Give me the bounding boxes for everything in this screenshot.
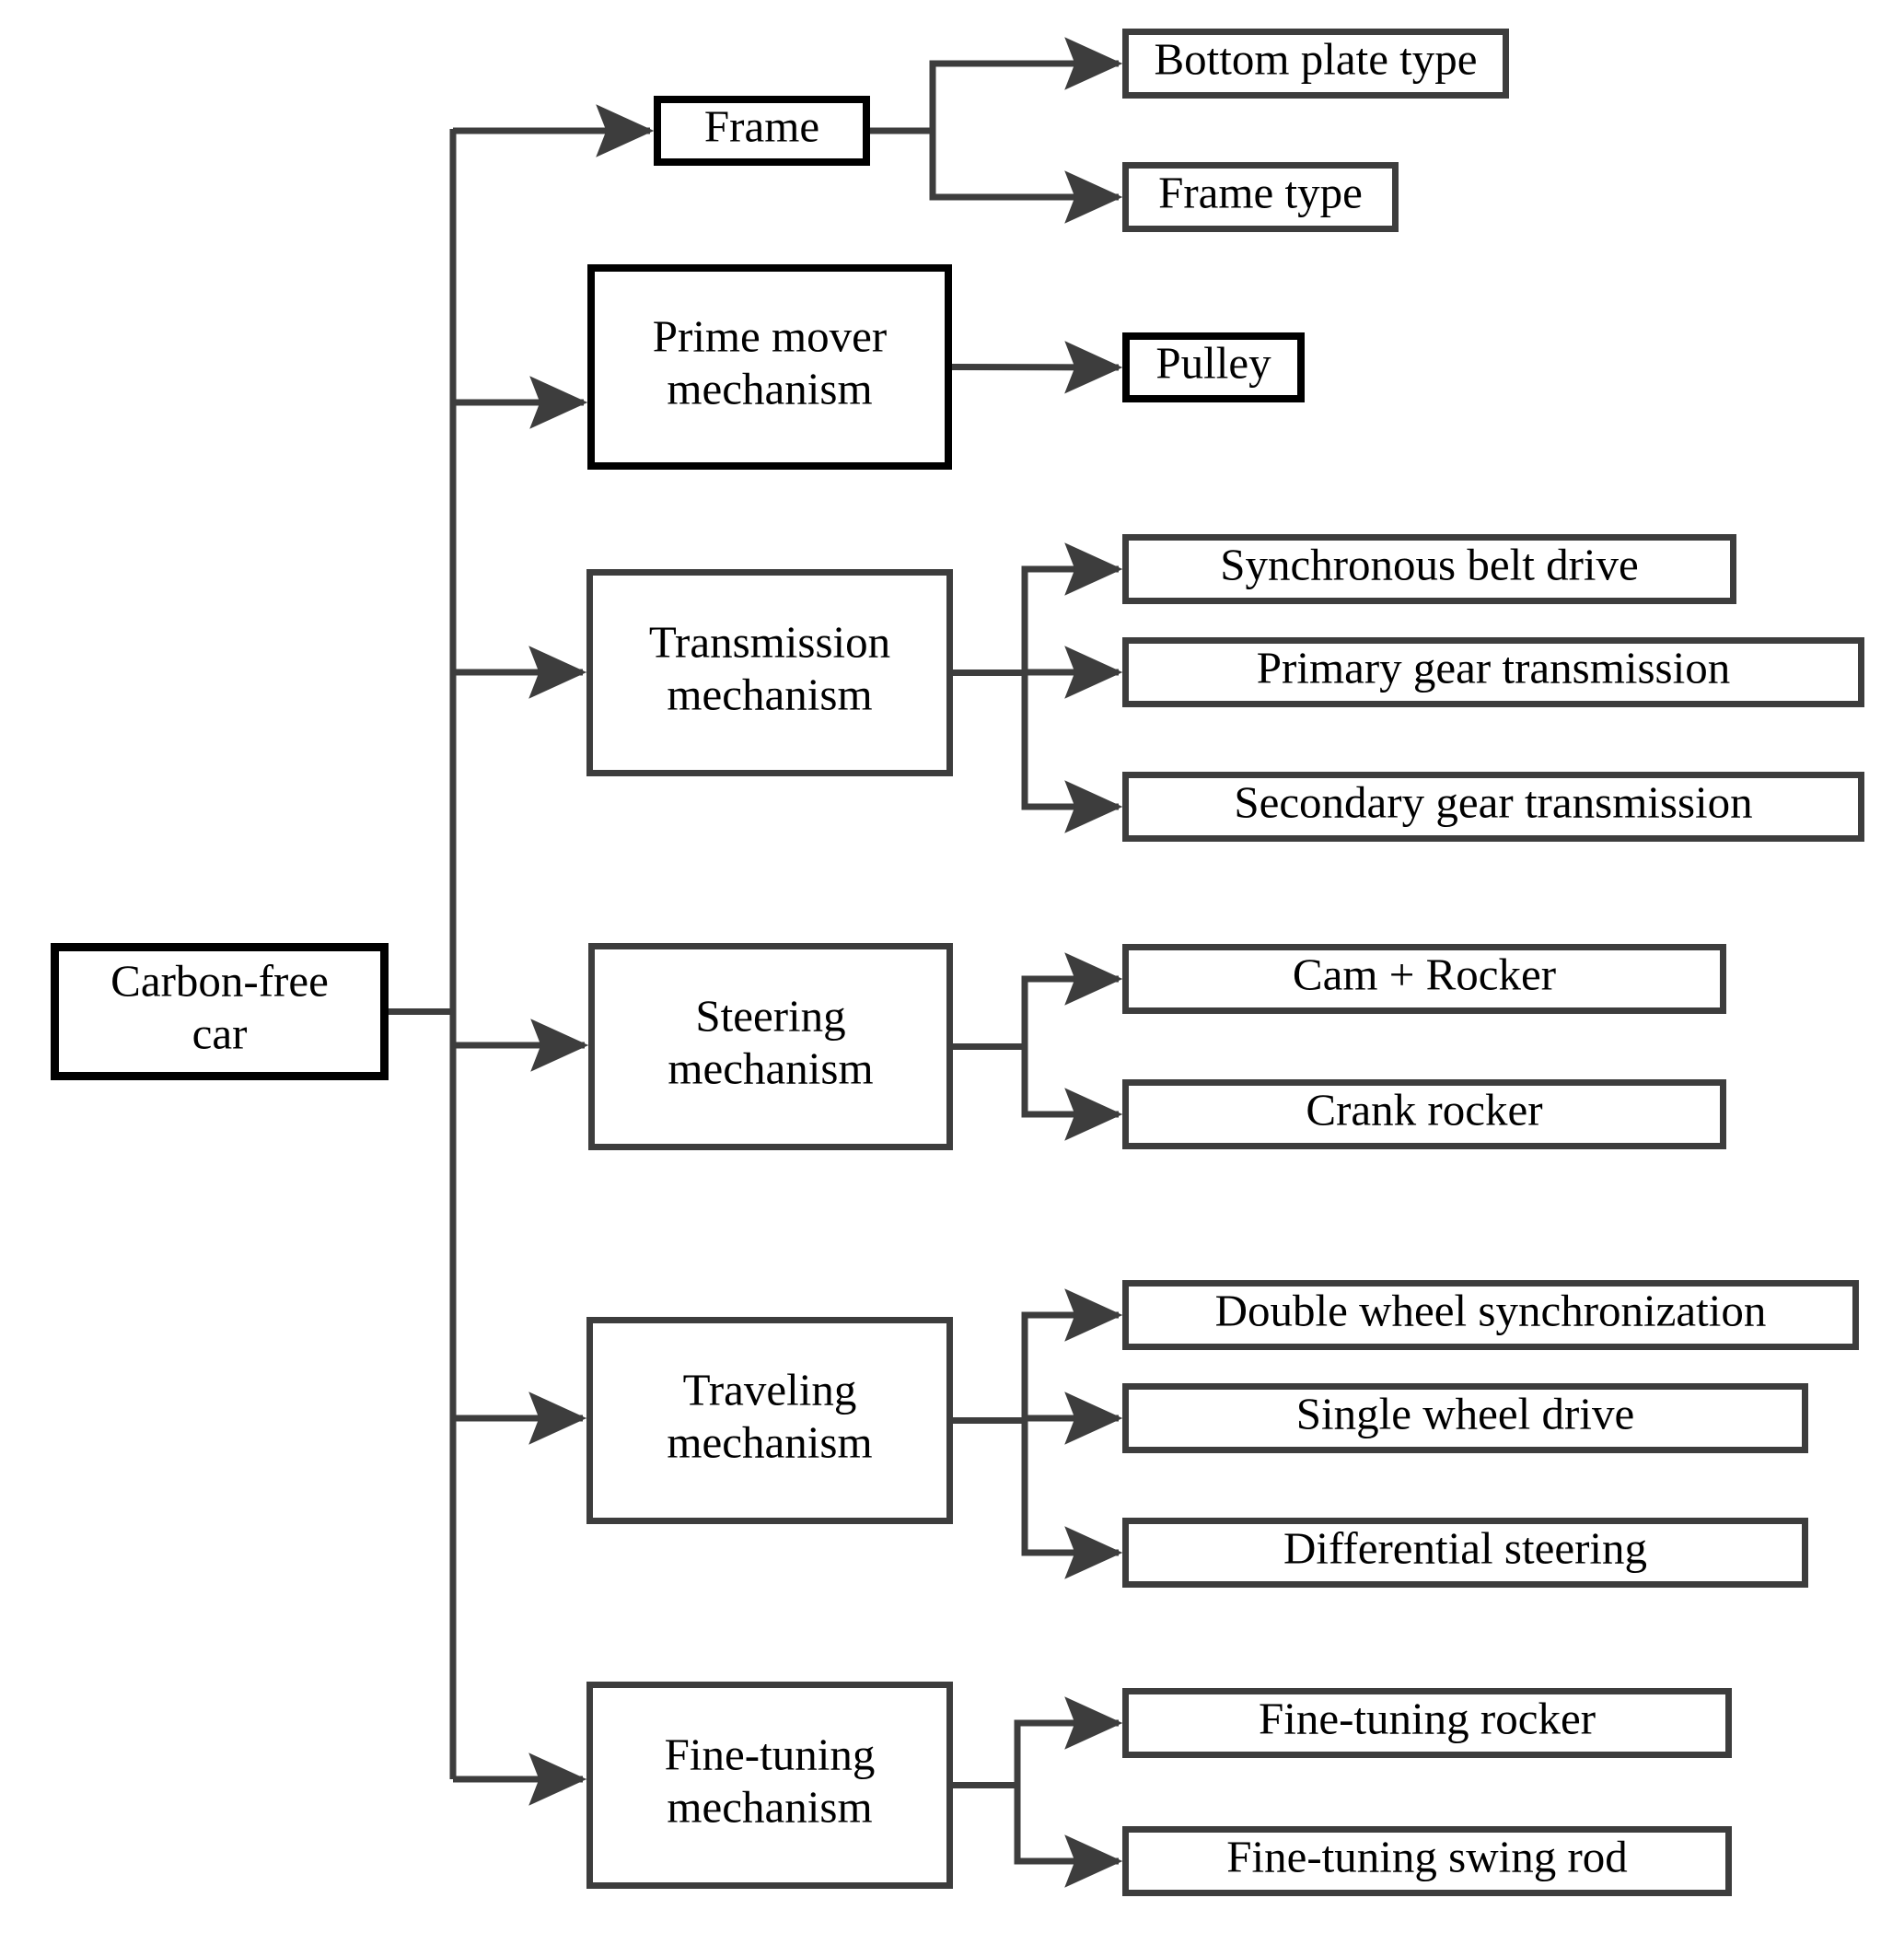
node-label-bottom-plate-type: Bottom plate type <box>1154 33 1477 84</box>
node-fine-tuning-rocker[interactable]: Fine-tuning rocker <box>1122 1688 1732 1758</box>
node-label-frame-type: Frame type <box>1158 167 1363 217</box>
arrow-to-pulley <box>951 341 1123 394</box>
node-label-prime-mover-mechanism: mechanism <box>667 363 872 413</box>
node-box-bottom-plate-type[interactable] <box>1122 29 1509 99</box>
node-label-traveling-mechanism: Traveling <box>683 1364 857 1415</box>
node-label-fine-tuning-mechanism: Fine-tuning <box>665 1729 876 1779</box>
node-box-steering-mechanism[interactable] <box>588 943 953 1150</box>
node-box-frame[interactable] <box>654 96 870 166</box>
node-box-secondary-gear-transmission[interactable] <box>1122 772 1864 842</box>
node-bottom-plate-type[interactable]: Bottom plate type <box>1122 29 1509 99</box>
node-box-fine-tuning-mechanism[interactable] <box>586 1682 953 1889</box>
node-label-frame: Frame <box>704 100 819 151</box>
node-label-prime-mover-mechanism: Prime mover <box>653 310 887 361</box>
node-label-fine-tuning-rocker: Fine-tuning rocker <box>1259 1693 1596 1743</box>
node-cam-plus-rocker[interactable]: Cam + Rocker <box>1122 944 1726 1014</box>
connector-layer <box>389 37 1123 1888</box>
node-label-fine-tuning-mechanism: mechanism <box>667 1781 872 1832</box>
node-box-differential-steering[interactable] <box>1122 1518 1808 1588</box>
node-label-crank-rocker: Crank rocker <box>1306 1084 1542 1135</box>
node-pulley[interactable]: Pulley <box>1122 332 1305 402</box>
node-label-secondary-gear-transmission: Secondary gear transmission <box>1234 776 1752 827</box>
node-box-single-wheel-drive[interactable] <box>1122 1383 1808 1453</box>
node-label-primary-gear-transmission: Primary gear transmission <box>1257 642 1730 693</box>
node-synchronous-belt-drive[interactable]: Synchronous belt drive <box>1122 534 1736 604</box>
node-box-prime-mover-mechanism[interactable] <box>587 264 952 470</box>
node-single-wheel-drive[interactable]: Single wheel drive <box>1122 1383 1808 1453</box>
node-label-synchronous-belt-drive: Synchronous belt drive <box>1220 539 1639 589</box>
node-secondary-gear-transmission[interactable]: Secondary gear transmission <box>1122 772 1864 842</box>
node-frame-type[interactable]: Frame type <box>1122 162 1399 232</box>
node-frame[interactable]: Frame <box>654 96 870 166</box>
node-label-carbon-free-car: Carbon-free <box>110 955 329 1006</box>
node-label-pulley: Pulley <box>1155 337 1271 388</box>
node-box-crank-rocker[interactable] <box>1122 1079 1726 1149</box>
node-double-wheel-synchronization[interactable]: Double wheel synchronization <box>1122 1280 1859 1350</box>
node-label-steering-mechanism: Steering <box>695 990 845 1041</box>
node-box-synchronous-belt-drive[interactable] <box>1122 534 1736 604</box>
node-label-single-wheel-drive: Single wheel drive <box>1296 1388 1634 1438</box>
node-label-transmission-mechanism: Transmission <box>649 616 890 667</box>
node-label-carbon-free-car: car <box>192 1007 248 1058</box>
node-box-double-wheel-synchronization[interactable] <box>1122 1280 1859 1350</box>
node-box-traveling-mechanism[interactable] <box>586 1317 953 1524</box>
node-fine-tuning-swing-rod[interactable]: Fine-tuning swing rod <box>1122 1826 1732 1896</box>
node-box-transmission-mechanism[interactable] <box>586 569 953 776</box>
node-label-steering-mechanism: mechanism <box>668 1042 873 1093</box>
node-box-cam-plus-rocker[interactable] <box>1122 944 1726 1014</box>
node-box-carbon-free-car[interactable] <box>51 943 389 1080</box>
node-label-traveling-mechanism: mechanism <box>667 1416 872 1467</box>
node-label-cam-plus-rocker: Cam + Rocker <box>1293 949 1556 999</box>
node-label-differential-steering: Differential steering <box>1283 1522 1647 1573</box>
node-label-double-wheel-synchronization: Double wheel synchronization <box>1215 1285 1767 1335</box>
node-primary-gear-transmission[interactable]: Primary gear transmission <box>1122 637 1864 707</box>
node-label-transmission-mechanism: mechanism <box>667 669 872 719</box>
node-box-pulley[interactable] <box>1122 332 1305 402</box>
node-box-primary-gear-transmission[interactable] <box>1122 637 1864 707</box>
node-box-fine-tuning-rocker[interactable] <box>1122 1688 1732 1758</box>
node-differential-steering[interactable]: Differential steering <box>1122 1518 1808 1588</box>
node-box-fine-tuning-swing-rod[interactable] <box>1122 1826 1732 1896</box>
node-label-fine-tuning-swing-rod: Fine-tuning swing rod <box>1226 1831 1628 1881</box>
node-box-frame-type[interactable] <box>1122 162 1399 232</box>
node-crank-rocker[interactable]: Crank rocker <box>1122 1079 1726 1149</box>
